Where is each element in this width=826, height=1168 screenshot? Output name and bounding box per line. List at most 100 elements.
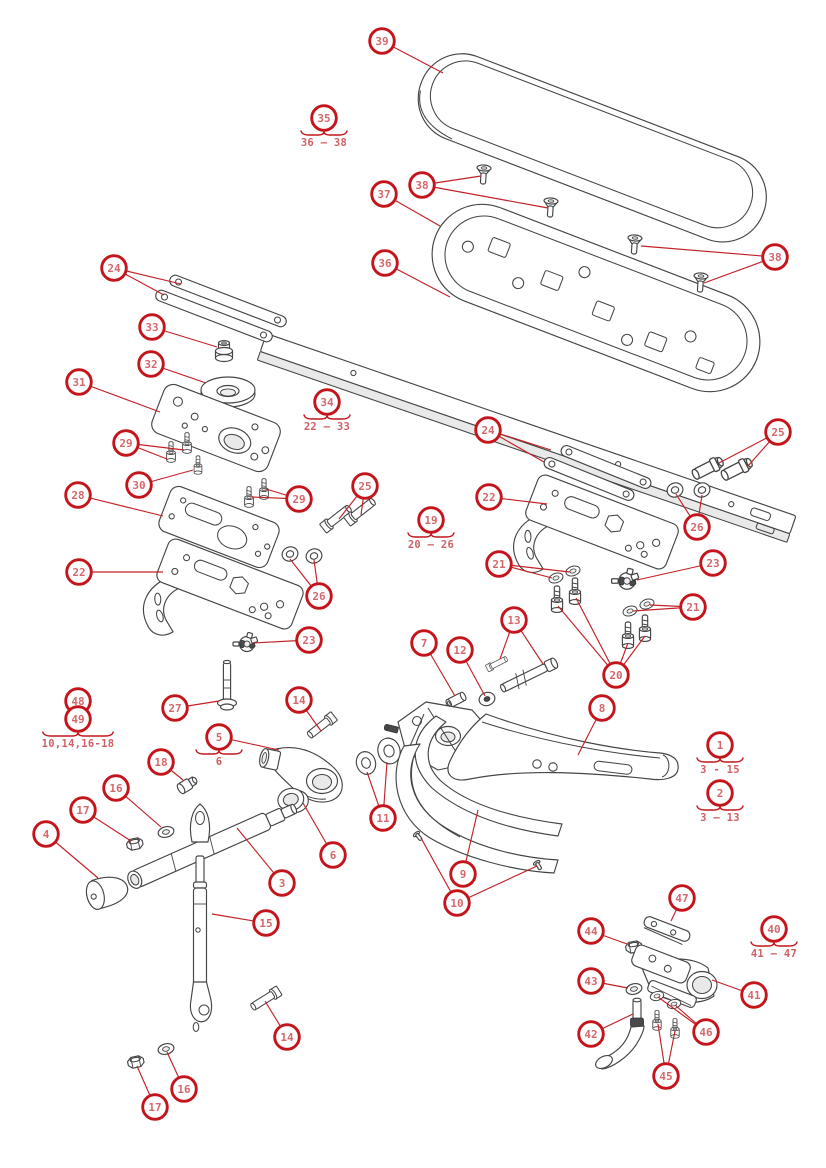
callout-circle-35[interactable]	[310, 104, 338, 132]
callout-circle-33[interactable]	[138, 313, 166, 341]
callout-18[interactable]: 18	[147, 748, 184, 781]
callout-circle-26[interactable]	[305, 582, 333, 610]
callout-21[interactable]: 21	[485, 550, 571, 579]
callout-12[interactable]: 12	[446, 636, 486, 697]
callout-circle-11[interactable]	[369, 804, 397, 832]
callout-circle-45[interactable]	[652, 1062, 680, 1090]
callout-33[interactable]: 33	[138, 313, 218, 348]
callout-39[interactable]: 39	[368, 27, 444, 74]
callout-31[interactable]: 31	[65, 368, 161, 413]
callout-circle-8[interactable]	[588, 694, 616, 722]
callout-circle-42[interactable]	[577, 1020, 605, 1048]
callout-circle-40[interactable]	[760, 915, 788, 943]
callout-circle-2[interactable]	[706, 779, 734, 807]
callout-23[interactable]: 23	[252, 626, 323, 654]
callout-circle-9[interactable]	[449, 860, 477, 888]
callout-circle-7[interactable]	[410, 629, 438, 657]
callout-17[interactable]: 17	[69, 796, 132, 842]
callout-29[interactable]: 29	[112, 429, 185, 460]
callout-24[interactable]: 24	[474, 416, 552, 463]
callout-circle-5[interactable]	[205, 723, 233, 751]
callout-44[interactable]: 44	[577, 917, 628, 945]
callout-circle-6[interactable]	[319, 841, 347, 869]
callout-circle-32[interactable]	[137, 350, 165, 378]
callout-circle-29[interactable]	[285, 485, 313, 513]
callout-38[interactable]: 38	[408, 171, 549, 209]
callout-circle-22[interactable]	[65, 558, 93, 586]
callout-22[interactable]: 22	[475, 483, 548, 511]
callout-circle-29[interactable]	[112, 429, 140, 457]
callout-circle-39[interactable]	[368, 27, 396, 55]
callout-circle-16[interactable]	[102, 774, 130, 802]
callout-circle-37[interactable]	[370, 180, 398, 208]
callout-37[interactable]: 37	[370, 180, 441, 227]
callout-16[interactable]: 16	[102, 774, 162, 828]
callout-circle-21[interactable]	[485, 550, 513, 578]
callout-42[interactable]: 42	[577, 1013, 634, 1048]
callout-41[interactable]: 41	[711, 979, 768, 1009]
callout-circle-25[interactable]	[351, 472, 379, 500]
callout-20[interactable]: 20	[557, 597, 646, 689]
callout-36[interactable]: 36	[371, 249, 451, 298]
callout-circle-18[interactable]	[147, 748, 175, 776]
callout-45[interactable]: 45	[652, 1023, 680, 1090]
callout-4[interactable]: 4	[32, 820, 99, 879]
callout-circle-24[interactable]	[100, 254, 128, 282]
callout-circle-49[interactable]	[64, 705, 92, 733]
callout-29[interactable]: 29	[251, 485, 313, 513]
callout-6[interactable]: 6	[302, 802, 347, 869]
callout-circle-23[interactable]	[295, 626, 323, 654]
callout-circle-14[interactable]	[273, 1023, 301, 1051]
callout-5[interactable]: 65	[195, 723, 280, 768]
callout-circle-43[interactable]	[577, 967, 605, 995]
callout-circle-16[interactable]	[170, 1075, 198, 1103]
callout-circle-1[interactable]	[706, 731, 734, 759]
callout-7[interactable]: 7	[410, 629, 456, 697]
callout-43[interactable]: 43	[577, 967, 629, 995]
callout-13[interactable]: 13	[499, 606, 544, 665]
callout-38[interactable]: 38	[640, 243, 789, 284]
callout-circle-31[interactable]	[65, 368, 93, 396]
callout-circle-19[interactable]	[417, 506, 445, 534]
callout-17[interactable]: 17	[136, 1065, 169, 1121]
callout-circle-28[interactable]	[64, 481, 92, 509]
callout-8[interactable]: 8	[577, 694, 616, 756]
callout-24[interactable]: 24	[100, 254, 182, 296]
callout-25[interactable]: 25	[718, 418, 792, 467]
callout-circle-34[interactable]	[313, 388, 341, 416]
callout-30[interactable]: 30	[125, 469, 194, 499]
callout-27[interactable]: 27	[161, 694, 220, 722]
callout-circle-36[interactable]	[371, 249, 399, 277]
callout-circle-10[interactable]	[443, 889, 471, 917]
callout-circle-38[interactable]	[408, 171, 436, 199]
callout-26[interactable]: 26	[289, 558, 333, 610]
callout-circle-17[interactable]	[141, 1093, 169, 1121]
callout-46[interactable]: 46	[657, 996, 720, 1046]
callout-circle-27[interactable]	[161, 694, 189, 722]
callout-22[interactable]: 22	[65, 558, 163, 586]
callout-11[interactable]: 11	[366, 761, 397, 832]
callout-10[interactable]: 10	[420, 837, 538, 917]
callout-25[interactable]: 25	[338, 472, 379, 520]
callout-circle-13[interactable]	[500, 606, 528, 634]
callout-32[interactable]: 32	[137, 350, 207, 384]
callout-circle-21[interactable]	[679, 593, 707, 621]
callout-14[interactable]: 14	[285, 686, 322, 732]
callout-23[interactable]: 23	[636, 549, 727, 581]
callout-circle-26[interactable]	[683, 513, 711, 541]
callout-circle-25[interactable]	[764, 418, 792, 446]
callout-circle-30[interactable]	[125, 471, 153, 499]
callout-circle-4[interactable]	[32, 820, 60, 848]
callout-circle-14[interactable]	[285, 686, 313, 714]
callout-circle-20[interactable]	[602, 661, 630, 689]
callout-circle-46[interactable]	[692, 1018, 720, 1046]
callout-26[interactable]: 26	[675, 493, 711, 541]
callout-14[interactable]: 14	[264, 1000, 301, 1051]
callout-circle-22[interactable]	[475, 483, 503, 511]
callout-3[interactable]: 3	[236, 827, 296, 897]
callout-21[interactable]: 21	[632, 593, 707, 621]
callout-circle-44[interactable]	[577, 917, 605, 945]
